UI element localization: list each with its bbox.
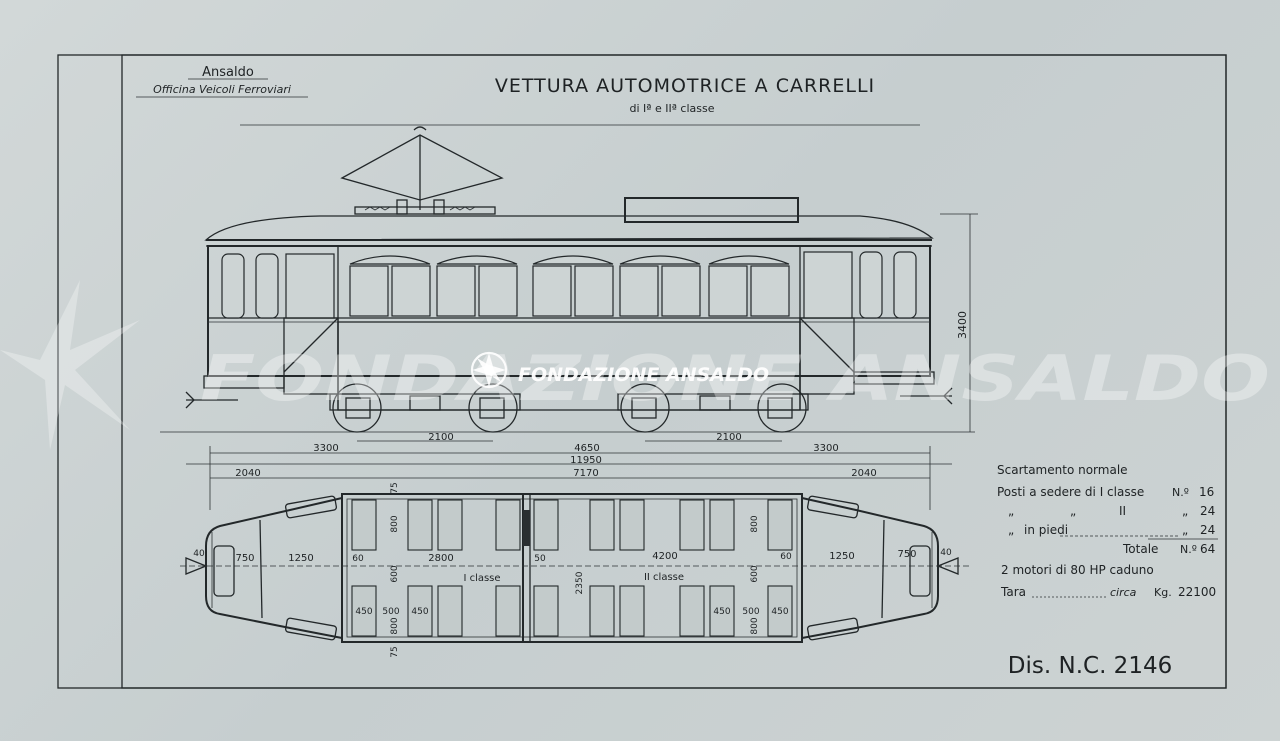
dim-w500-a: 500	[382, 607, 399, 617]
dim-w750-right: 750	[897, 549, 916, 560]
dim-w75-top: 75	[390, 482, 400, 493]
dim-w75-bot: 75	[390, 646, 400, 657]
spec-ditto-2: „	[1070, 504, 1076, 518]
dim-overhang-right: 3300	[813, 443, 838, 454]
dim-bogie-right: 2100	[716, 432, 741, 443]
watermark-small: FONDAZIONE ANSALDO	[518, 364, 769, 386]
dim-w800-tl: 800	[390, 515, 400, 532]
dim-w2350: 2350	[575, 571, 585, 594]
side-dimensions: 2100 2100 3300 4650 3300 11950 2040 7170…	[186, 432, 952, 510]
spec-class2-roman: II	[1119, 504, 1126, 518]
spec-tare-value: 22100	[1178, 585, 1216, 599]
watermark-large: FONDAZIONE ANSALDO	[200, 342, 1270, 415]
drawing-title: VETTURA AUTOMOTRICE A CARRELLI	[495, 75, 875, 97]
spec-seats-class2-value: 24	[1200, 504, 1215, 518]
dim-w800-bl: 800	[390, 617, 400, 634]
dim-w450-b: 450	[411, 607, 428, 617]
dim-w1250-right: 1250	[829, 551, 854, 562]
class-two-label: II classe	[644, 572, 684, 583]
spec-standing-value: 24	[1200, 523, 1215, 537]
plan-body	[341, 493, 803, 643]
dim-w50: 50	[534, 554, 546, 564]
spec-total-label: Totale	[1122, 542, 1158, 556]
spec-ditto-1: „	[1008, 504, 1014, 518]
roof-resistor-box	[624, 197, 799, 223]
side-windows	[349, 255, 790, 317]
pantograph	[340, 126, 504, 215]
dim-w40-right: 40	[940, 548, 952, 558]
spec-gauge: Scartamento normale	[997, 463, 1128, 477]
watermark: FONDAZIONE ANSALDO FONDAZIONE ANSALDO	[0, 280, 1270, 450]
bogie-left	[329, 383, 521, 433]
seats	[351, 499, 793, 637]
dim-w60-right: 60	[780, 552, 792, 562]
dim-w450-c: 450	[713, 607, 730, 617]
ansaldo-logo-icon	[470, 351, 508, 389]
spec-total-unit: N.º	[1180, 543, 1197, 556]
spec-seats-class1-label: Posti a sedere di I classe	[997, 485, 1144, 499]
spec-ditto-5: „	[1182, 523, 1188, 537]
plan-dimensions: 75 75 800 800 600 2350 800 600 800 40 75…	[193, 482, 952, 657]
spec-seats-class1-unit: N.º	[1172, 486, 1189, 499]
drawing-subtitle: di Iª e IIª classe	[630, 102, 715, 115]
spec-seats-class1-value: 16	[1199, 485, 1214, 499]
dim-overhang-left: 3300	[313, 443, 338, 454]
dim-w2800: 2800	[428, 553, 453, 564]
maker-name: Ansaldo	[202, 65, 254, 80]
watermark-star-icon	[0, 280, 140, 450]
spec-tare-label: Tara	[1000, 585, 1026, 599]
drawing-number: Dis. N.C. 2146	[1008, 653, 1172, 679]
spec-ditto-4: „	[1008, 523, 1014, 537]
dim-w800-tr: 800	[750, 515, 760, 532]
spec-standing-label: in piedi	[1024, 523, 1068, 537]
dim-w4200: 4200	[652, 551, 677, 562]
dim-w600-r: 600	[750, 565, 760, 582]
dim-total-length: 11950	[570, 455, 602, 466]
dim-w60-left: 60	[352, 554, 364, 564]
dim-w40-left: 40	[193, 549, 205, 559]
plan-view	[180, 493, 970, 643]
dim-w1250-left: 1250	[288, 553, 313, 564]
dim-end-left: 2040	[235, 468, 260, 479]
spec-total-value: 64	[1200, 542, 1215, 556]
class-one-label: I classe	[463, 573, 500, 584]
side-elevation: 3400	[160, 126, 978, 433]
spec-motors: 2 motori di 80 HP caduno	[1001, 563, 1154, 577]
spec-tare-unit: Kg.	[1154, 586, 1172, 599]
dim-w450-a: 450	[355, 607, 372, 617]
dim-height: 3400	[956, 311, 969, 339]
dim-centre: 4650	[574, 443, 599, 454]
dim-w600-l: 600	[390, 565, 400, 582]
spec-tare-circa: circa	[1110, 586, 1137, 599]
dim-w750-left: 750	[235, 553, 254, 564]
specs-block: Scartamento normale Posti a sedere di I …	[997, 463, 1218, 599]
dim-w500-b: 500	[742, 607, 759, 617]
maker-division: Officina Veicoli Ferroviari	[153, 83, 291, 96]
dim-bogie-left: 2100	[428, 432, 453, 443]
spec-ditto-3: „	[1182, 504, 1188, 518]
dim-end-right: 2040	[851, 468, 876, 479]
inner-border	[121, 54, 1227, 689]
dim-w450-d: 450	[771, 607, 788, 617]
dim-w800-br: 800	[750, 617, 760, 634]
car-body	[207, 245, 931, 377]
dim-body: 7170	[573, 468, 598, 479]
